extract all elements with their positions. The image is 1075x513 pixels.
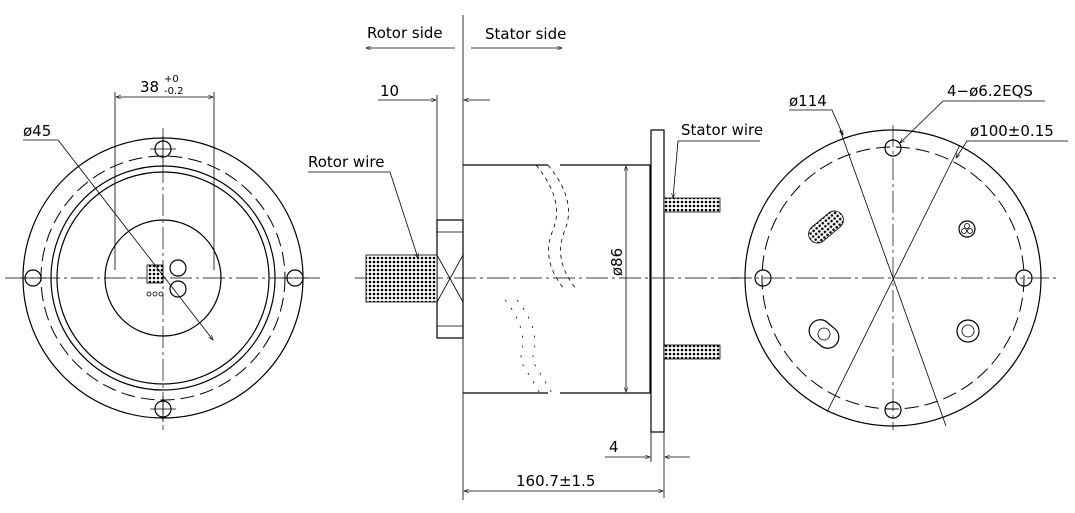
rotor-side-label: Rotor side [367, 24, 443, 42]
dim-114-label: ø114 [789, 92, 827, 110]
side-view: Rotor side Stator side 10 Rotor wire Sta… [308, 15, 763, 500]
stator-wire-label: Stator wire [681, 121, 763, 139]
dim-38-label: 38 [140, 78, 159, 96]
stator-wire-bottom [663, 344, 721, 360]
dim-86-label: ø86 [608, 248, 626, 276]
rotor-wire-bundle [365, 254, 438, 303]
dim-38-upper-tol: +0 [164, 74, 179, 85]
dim-38-lower-tol: -0.2 [164, 86, 184, 97]
stator-side-label: Stator side [485, 25, 566, 43]
stator-wire-top [663, 197, 721, 213]
mounting-holes [20, 136, 308, 422]
dim-100-label: ø100±0.15 [970, 122, 1054, 140]
rotor-end-view: 38 +0 -0.2 ø45 [5, 74, 320, 430]
dim-holes-label: 4−ø6.2EQS [947, 82, 1033, 100]
rotor-wire-label: Rotor wire [308, 153, 384, 171]
dim-4-label: 4 [609, 438, 619, 456]
dim-length-label: 160.7±1.5 [516, 472, 595, 490]
mounting-holes [754, 139, 1033, 419]
dim-45-label: ø45 [23, 122, 51, 140]
dim-10-label: 10 [380, 82, 399, 100]
stator-end-view: ø114 4−ø6.2EQS ø100±0.15 [730, 82, 1068, 430]
